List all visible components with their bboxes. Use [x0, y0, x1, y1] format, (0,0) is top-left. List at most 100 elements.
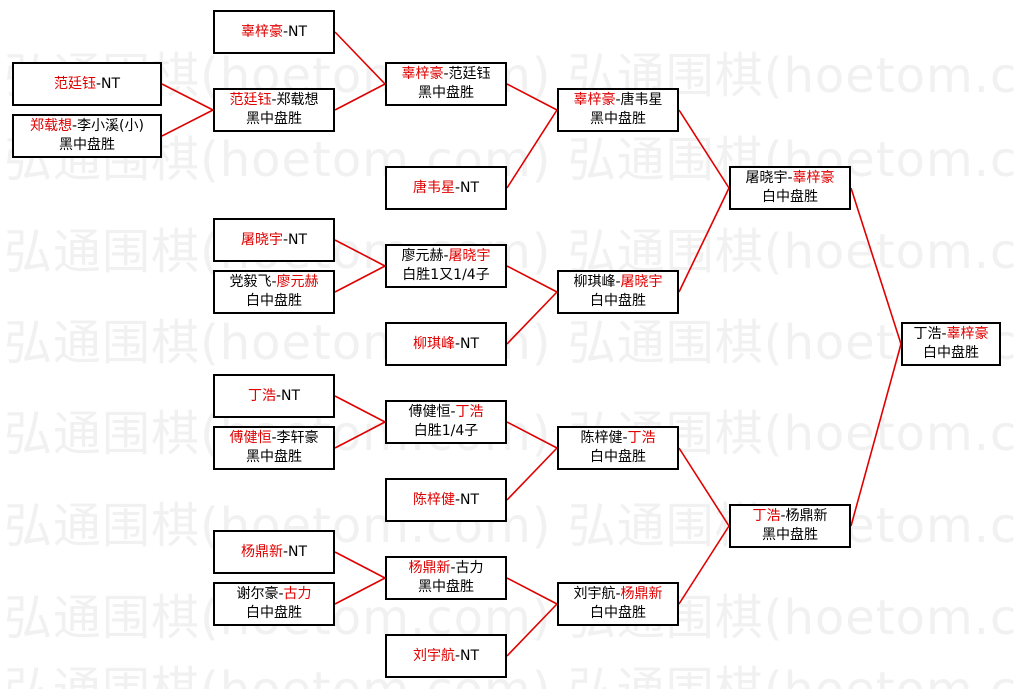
connector-line: [334, 421, 386, 449]
match-players: 丁浩-辜梓豪: [913, 325, 988, 344]
match-players: 柳琪峰-屠晓宇: [573, 273, 662, 292]
match-result: 黑中盘胜: [418, 85, 474, 101]
player-white: 屠晓宇: [620, 274, 663, 290]
match-box: 刘宇航-杨鼎新白中盘胜: [557, 582, 679, 626]
connector-line: [850, 343, 902, 527]
match-box: 辜梓豪-范廷钰黑中盘胜: [385, 62, 507, 106]
match-separator: -: [450, 560, 456, 576]
match-separator: -: [271, 92, 277, 108]
connector-line: [334, 31, 386, 85]
match-result: 白中盘胜: [246, 293, 302, 309]
connector-line: [334, 83, 386, 111]
match-players: 郑载想-李小溪(小): [30, 117, 144, 136]
match-players: 廖元赫-屠晓宇: [401, 247, 490, 266]
match-box: 范廷钰-NT: [12, 62, 162, 106]
player-white: NT: [281, 387, 301, 404]
player-white: 杨鼎新: [785, 508, 828, 524]
connector-line: [506, 421, 558, 449]
match-separator: -: [282, 231, 289, 248]
connector-line: [506, 603, 558, 657]
match-result: 白中盘胜: [762, 189, 818, 205]
match-box: 刘宇航-NT: [385, 634, 507, 678]
match-box: 辜梓豪-NT: [213, 10, 335, 54]
connector-line: [850, 187, 902, 345]
match-result: 黑中盘胜: [246, 111, 302, 127]
match-separator: -: [443, 248, 449, 264]
match-box: 丁浩-杨鼎新黑中盘胜: [729, 504, 851, 548]
match-box: 陈梓健-丁浩白中盘胜: [557, 426, 679, 470]
connector-line: [334, 395, 386, 423]
match-result: 黑中盘胜: [418, 579, 474, 595]
match-separator: -: [454, 335, 461, 352]
match-players: 范廷钰-郑载想: [229, 91, 318, 110]
match-separator: -: [615, 92, 621, 108]
match-separator: -: [275, 387, 282, 404]
connector-line: [161, 109, 214, 137]
match-separator: -: [278, 586, 284, 602]
player-white: 李轩豪: [276, 430, 319, 446]
match-result: 白中盘胜: [923, 345, 979, 361]
match-box: 傅健恒-丁浩白胜1/4子: [385, 400, 507, 444]
connector-line: [506, 265, 558, 293]
player-black: 谢尔豪: [236, 586, 279, 602]
match-players: 辜梓豪-唐韦星: [573, 91, 662, 110]
match-separator: -: [271, 430, 277, 446]
connector-line: [506, 577, 558, 605]
match-result: 黑中盘胜: [246, 449, 302, 465]
match-box: 杨鼎新-NT: [213, 530, 335, 574]
match-box: 唐韦星-NT: [385, 166, 507, 210]
player-black: 屠晓宇: [745, 170, 788, 186]
player-white: NT: [288, 543, 308, 560]
match-result: 白胜1又1/4子: [402, 267, 490, 283]
match-result: 黑中盘胜: [762, 527, 818, 543]
match-players: 屠晓宇-辜梓豪: [745, 169, 834, 188]
player-white: 郑载想: [276, 92, 319, 108]
match-box: 党毅飞-廖元赫白中盘胜: [213, 270, 335, 314]
match-players: 辜梓豪-NT: [241, 23, 307, 42]
player-black: 范廷钰: [53, 75, 96, 92]
player-white: NT: [101, 75, 121, 92]
match-box: 柳琪峰-NT: [385, 322, 507, 366]
player-black: 辜梓豪: [401, 66, 444, 82]
player-black: 丁浩: [913, 326, 942, 342]
player-black: 范廷钰: [229, 92, 272, 108]
match-players: 谢尔豪-古力: [236, 585, 311, 604]
connector-line: [506, 447, 558, 501]
connector-line: [678, 525, 730, 605]
player-white: 丁浩: [627, 430, 656, 446]
match-result: 黑中盘胜: [590, 111, 646, 127]
connector-line: [334, 551, 386, 579]
player-white: 杨鼎新: [620, 586, 663, 602]
match-box: 屠晓宇-NT: [213, 218, 335, 262]
match-players: 丁浩-杨鼎新: [752, 507, 827, 526]
connector-line: [678, 447, 730, 527]
player-black: 陈梓健: [412, 491, 455, 508]
match-players: 屠晓宇-NT: [241, 231, 307, 250]
player-black: 丁浩: [247, 387, 276, 404]
player-black: 廖元赫: [401, 248, 444, 264]
match-separator: -: [941, 326, 947, 342]
match-result: 白中盘胜: [590, 293, 646, 309]
match-players: 杨鼎新-NT: [241, 543, 307, 562]
match-box: 杨鼎新-古力黑中盘胜: [385, 556, 507, 600]
connector-line: [334, 239, 386, 267]
player-white: 古力: [283, 586, 312, 602]
match-separator: -: [450, 404, 456, 420]
player-white: 屠晓宇: [448, 248, 491, 264]
match-box: 范廷钰-郑载想黑中盘胜: [213, 88, 335, 132]
player-black: 辜梓豪: [240, 23, 283, 40]
player-white: 李小溪(小): [77, 118, 144, 134]
match-box: 廖元赫-屠晓宇白胜1又1/4子: [385, 244, 507, 288]
match-players: 刘宇航-杨鼎新: [573, 585, 662, 604]
match-result: 白中盘胜: [590, 605, 646, 621]
match-box: 陈梓健-NT: [385, 478, 507, 522]
player-white: 范廷钰: [448, 66, 491, 82]
match-result: 白中盘胜: [590, 449, 646, 465]
match-separator: -: [622, 430, 628, 446]
player-white: 辜梓豪: [792, 170, 835, 186]
match-box: 丁浩-NT: [213, 374, 335, 418]
connector-line: [334, 577, 386, 605]
match-separator: -: [454, 647, 461, 664]
connector-line: [678, 109, 730, 189]
match-box: 谢尔豪-古力白中盘胜: [213, 582, 335, 626]
